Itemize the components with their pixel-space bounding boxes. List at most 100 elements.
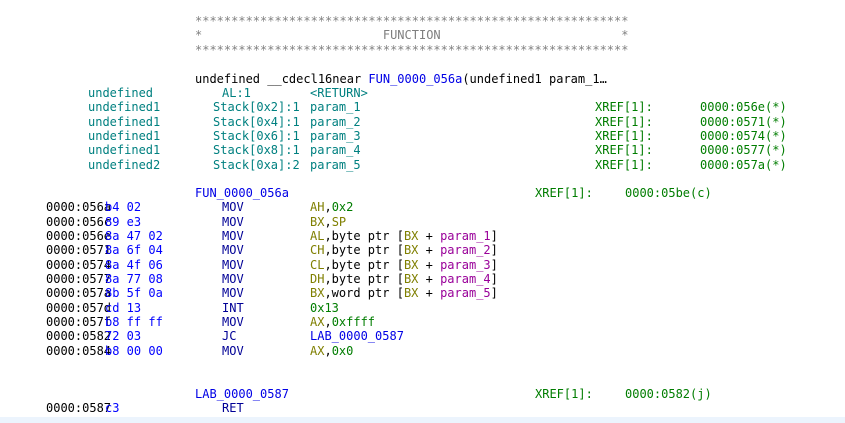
xref-count-text[interactable]: XREF[1]: (535, 186, 593, 200)
punctuation[interactable]: ,byte ptr [ (324, 272, 404, 286)
mnemonic-text[interactable]: MOV (222, 215, 244, 229)
xref-count-text[interactable]: XREF[1]: (595, 115, 653, 129)
punctuation[interactable]: + (418, 243, 441, 257)
xref-address-text[interactable]: 0000:05be(c) (625, 186, 712, 200)
register-operand[interactable]: AL (310, 229, 325, 243)
variable-type-text[interactable]: undefined (88, 86, 154, 100)
mnemonic-text[interactable]: MOV (222, 258, 244, 272)
punctuation[interactable]: ] (490, 258, 498, 272)
punctuation[interactable]: ,byte ptr [ (324, 229, 404, 243)
punctuation[interactable]: ,byte ptr [ (324, 243, 404, 257)
register-operand[interactable]: CH (310, 243, 325, 257)
scalar-operand[interactable]: 0x2 (331, 200, 354, 214)
function-name[interactable]: FUN_0000_056a (368, 72, 463, 86)
address-text[interactable]: 0000:056a (46, 200, 112, 214)
variable-name-text[interactable]: param_5 (310, 158, 361, 172)
punctuation[interactable]: , (324, 215, 332, 229)
bytes-text[interactable]: b8 ff ff (105, 315, 163, 329)
punctuation[interactable]: + (418, 286, 441, 300)
bytes-text[interactable]: 8a 6f 04 (105, 243, 163, 257)
variable-storage-text[interactable]: Stack[0x6]:1 (213, 129, 300, 143)
mnemonic-text[interactable]: MOV (222, 272, 244, 286)
register-operand[interactable]: BX (310, 286, 325, 300)
variable-type-text[interactable]: undefined1 (88, 143, 161, 157)
variable-storage-text[interactable]: Stack[0x4]:1 (213, 115, 300, 129)
register-operand[interactable]: BX (403, 286, 419, 300)
mnemonic-text[interactable]: MOV (222, 286, 244, 300)
xref-address-text[interactable]: 0000:057a(*) (700, 158, 787, 172)
scalar-operand[interactable]: 0x0 (331, 344, 354, 358)
register-operand[interactable]: AX (310, 344, 325, 358)
register-operand[interactable]: SP (331, 215, 347, 229)
address-text[interactable]: 0000:0587 (46, 401, 112, 415)
address-text[interactable]: 0000:0582 (46, 329, 112, 343)
variable-storage-text[interactable]: Stack[0xa]:2 (213, 158, 300, 172)
code-label-text[interactable]: LAB_0000_0587 (195, 387, 289, 401)
jump-target[interactable]: LAB_0000_0587 (310, 329, 404, 343)
register-operand[interactable]: CL (310, 258, 325, 272)
punctuation[interactable]: , (324, 344, 332, 358)
punctuation[interactable]: + (418, 229, 441, 243)
bytes-text[interactable]: 89 e3 (105, 215, 142, 229)
address-text[interactable]: 0000:0584 (46, 344, 112, 358)
scalar-operand[interactable]: 0x13 (310, 301, 339, 315)
register-operand[interactable]: BX (403, 272, 419, 286)
punctuation[interactable]: ] (490, 243, 498, 257)
bytes-text[interactable]: 72 03 (105, 329, 142, 343)
bytes-text[interactable]: 8a 4f 06 (105, 258, 163, 272)
mnemonic-text[interactable]: MOV (222, 200, 244, 214)
bytes-text[interactable]: 8b 5f 0a (105, 286, 163, 300)
register-operand[interactable]: DH (310, 272, 325, 286)
punctuation[interactable]: ,word ptr [ (324, 286, 404, 300)
signature-return-type[interactable]: undefined __cdecl16near (195, 72, 369, 86)
plate-comment-border[interactable]: ****************************************… (195, 43, 629, 57)
parameter-ref[interactable]: param_5 (440, 286, 491, 300)
xref-count-text[interactable]: XREF[1]: (595, 100, 653, 114)
address-text[interactable]: 0000:0577 (46, 272, 112, 286)
bytes-text[interactable]: 8a 77 08 (105, 272, 163, 286)
plate-comment-border[interactable]: ****************************************… (195, 14, 629, 28)
xref-address-text[interactable]: 0000:0571(*) (700, 115, 787, 129)
variable-type-text[interactable]: undefined1 (88, 129, 161, 143)
xref-address-text[interactable]: 0000:0582(j) (625, 387, 712, 401)
bytes-text[interactable]: b8 00 00 (105, 344, 163, 358)
variable-name-text[interactable]: param_3 (310, 129, 361, 143)
mnemonic-text[interactable]: MOV (222, 243, 244, 257)
address-text[interactable]: 0000:0574 (46, 258, 112, 272)
address-text[interactable]: 0000:057a (46, 286, 112, 300)
address-text[interactable]: 0000:056c (46, 215, 112, 229)
address-text[interactable]: 0000:057d (46, 301, 112, 315)
xref-count-text[interactable]: XREF[1]: (595, 143, 653, 157)
register-operand[interactable]: BX (310, 215, 325, 229)
punctuation[interactable]: ] (490, 272, 498, 286)
address-text[interactable]: 0000:056e (46, 229, 112, 243)
mnemonic-text[interactable]: MOV (222, 315, 244, 329)
xref-address-text[interactable]: 0000:056e(*) (700, 100, 787, 114)
punctuation[interactable]: ] (490, 286, 498, 300)
return-marker[interactable]: <RETURN> (310, 86, 368, 100)
plate-comment-title[interactable]: * FUNCTION * (195, 28, 629, 42)
register-operand[interactable]: AX (310, 315, 325, 329)
signature-params[interactable]: (undefined1 param_1… (462, 72, 607, 86)
variable-storage-text[interactable]: Stack[0x2]:1 (213, 100, 300, 114)
mnemonic-text[interactable]: RET (222, 401, 244, 415)
scalar-operand[interactable]: 0xffff (331, 315, 376, 329)
punctuation[interactable]: + (418, 258, 441, 272)
parameter-ref[interactable]: param_4 (440, 272, 491, 286)
register-operand[interactable]: BX (403, 243, 419, 257)
variable-storage-text[interactable]: Stack[0x8]:1 (213, 143, 300, 157)
function-label-text[interactable]: FUN_0000_056a (195, 186, 289, 200)
xref-count-text[interactable]: XREF[1]: (535, 387, 593, 401)
variable-name-text[interactable]: param_1 (310, 100, 361, 114)
variable-name-text[interactable]: param_2 (310, 115, 361, 129)
mnemonic-text[interactable]: JC (222, 329, 237, 343)
punctuation[interactable]: , (324, 200, 332, 214)
variable-type-text[interactable]: undefined1 (88, 100, 161, 114)
address-text[interactable]: 0000:0571 (46, 243, 112, 257)
bytes-text[interactable]: cd 13 (105, 301, 142, 315)
variable-type-text[interactable]: undefined2 (88, 158, 161, 172)
mnemonic-text[interactable]: MOV (222, 344, 244, 358)
xref-address-text[interactable]: 0000:0577(*) (700, 143, 787, 157)
parameter-ref[interactable]: param_2 (440, 243, 491, 257)
register-operand[interactable]: BX (403, 258, 419, 272)
